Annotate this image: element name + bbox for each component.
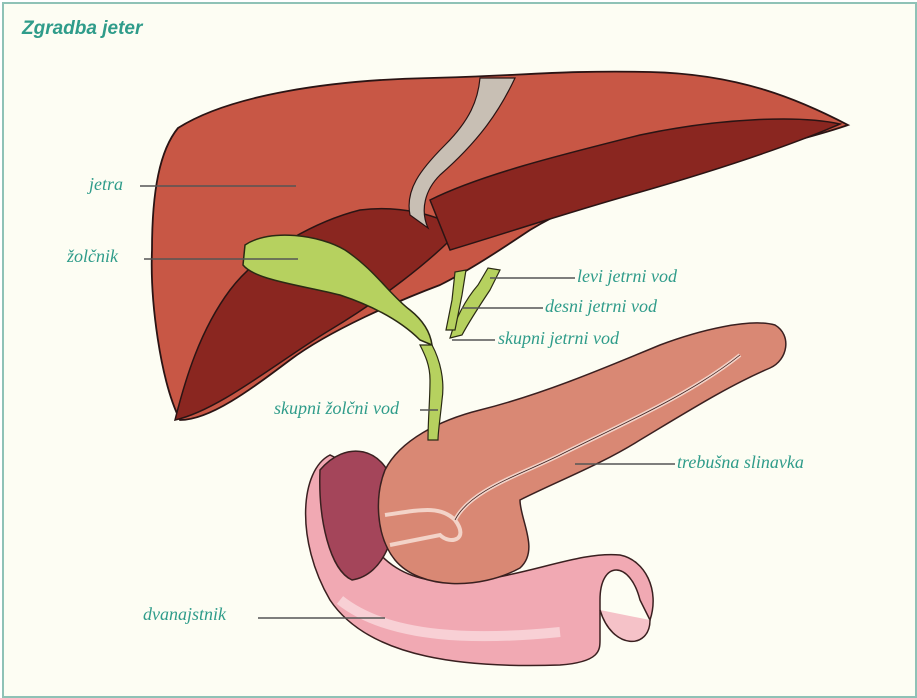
- label-jetra: jetra: [89, 174, 123, 195]
- label-desni-jetrni-vod: desni jetrni vod: [545, 296, 657, 317]
- label-dvanajstnik: dvanajstnik: [143, 604, 226, 625]
- label-skupni-jetrni-vod: skupni jetrni vod: [498, 328, 619, 349]
- label-levi-jetrni-vod: levi jetrni vod: [577, 266, 677, 287]
- label-zolcnik: žolčnik: [67, 246, 118, 267]
- label-skupni-zolcni-vod: skupni žolčni vod: [274, 398, 399, 419]
- label-trebusna-slinavka: trebušna slinavka: [677, 452, 804, 473]
